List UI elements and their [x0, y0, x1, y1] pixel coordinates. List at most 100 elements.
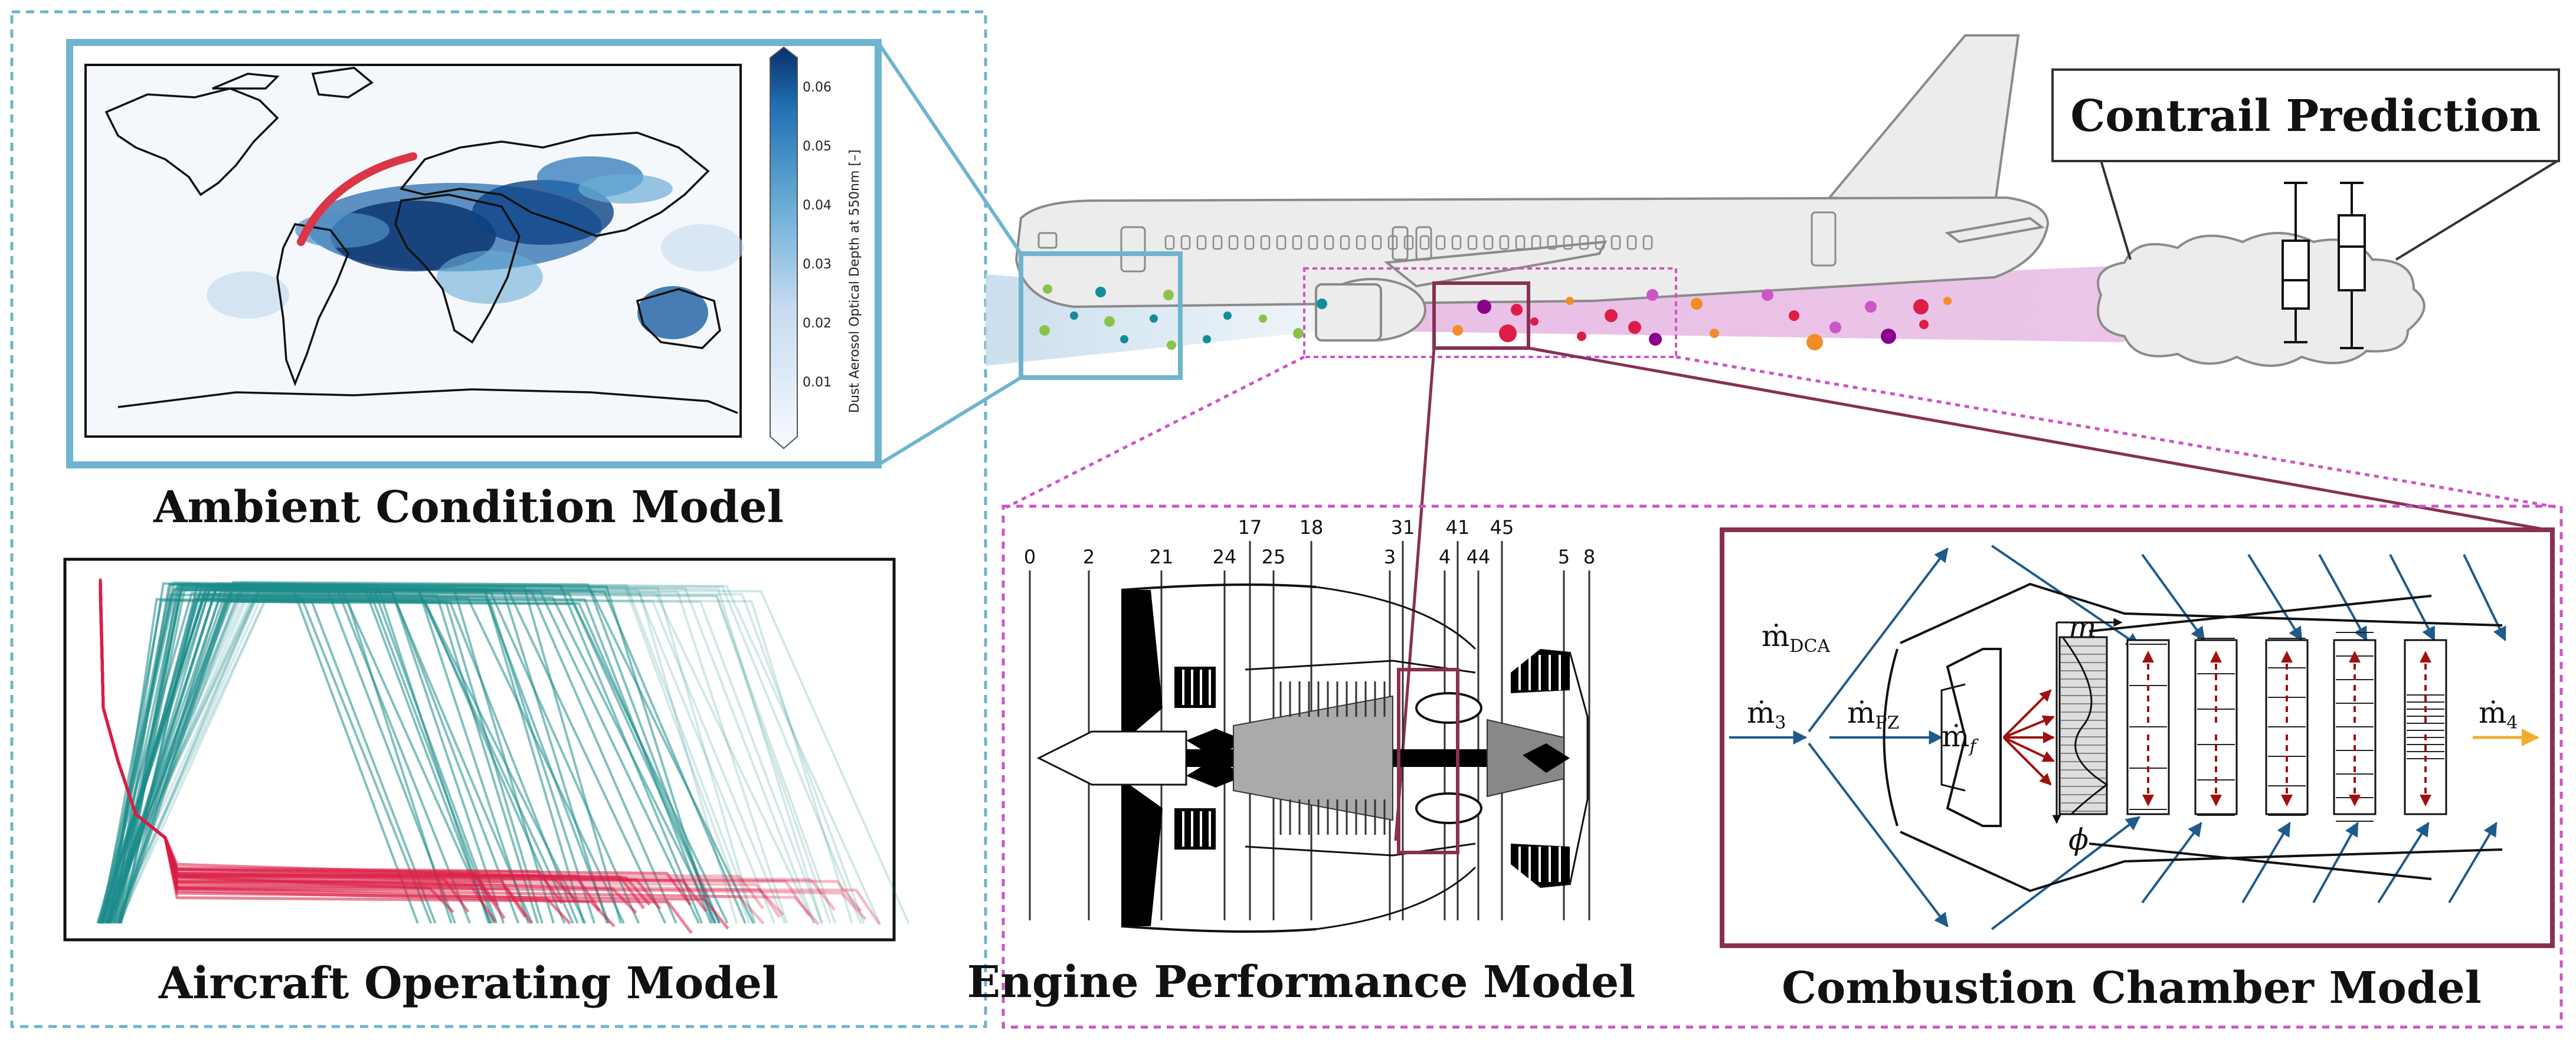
teal-altitude-profile [108, 588, 747, 924]
emission-particle [1647, 289, 1658, 301]
teal-altitude-profile [104, 583, 862, 924]
engine-highlight-box [1303, 267, 1677, 358]
teal-altitude-profile [117, 581, 757, 924]
ambient-connector-bottom [877, 376, 1022, 467]
flight-route [297, 152, 417, 246]
emission-particle [1530, 317, 1539, 326]
emission-particle [1829, 322, 1841, 333]
contrail-title: Contrail Prediction [2070, 91, 2541, 142]
engine-station-label: 21 [1150, 546, 1174, 568]
colorbar-tick: 0.02 [803, 316, 832, 331]
red-profile [99, 586, 729, 930]
emission-particle [1919, 320, 1929, 329]
contrail-connector-right [2395, 159, 2559, 261]
emission-particle [1881, 329, 1896, 344]
aircraft-window [1228, 235, 1239, 250]
colorbar-tick: 0.03 [803, 257, 832, 272]
teal-altitude-profile [118, 588, 788, 924]
emission-particle [1039, 325, 1050, 336]
engine-station-label: 18 [1300, 516, 1324, 539]
aircraft-window [1276, 235, 1287, 250]
teal-altitude-profile [119, 583, 714, 924]
aircraft-window [1356, 235, 1366, 250]
emission-particle [1203, 335, 1211, 343]
emission-particle [1789, 310, 1799, 321]
aircraft-window-row [1164, 235, 1653, 250]
emission-particle [1120, 335, 1128, 343]
aircraft-window [1212, 235, 1223, 250]
engine-station-label: 17 [1238, 516, 1262, 539]
label-m-dca: ṁDCA [1762, 619, 1830, 657]
teal-altitude-profile [102, 590, 738, 924]
emission-particle [1317, 299, 1327, 309]
red-profile [99, 591, 811, 917]
emission-particle [1865, 301, 1877, 313]
emission-particle [1452, 325, 1463, 336]
combustion-title: Combustion Chamber Model [1782, 963, 2482, 1014]
aircraft-window [1467, 235, 1478, 250]
aircraft-window [1531, 235, 1541, 250]
teal-altitude-profile [99, 597, 787, 924]
aircraft-window [1292, 235, 1302, 250]
engine-station-label: 41 [1446, 516, 1470, 539]
aircraft-window [1626, 235, 1637, 250]
teal-altitude-profile [109, 582, 881, 924]
emission-particle [1511, 304, 1523, 316]
engine-station-label: 0 [1024, 546, 1036, 568]
combustor-upper [1415, 692, 1482, 724]
red-profile [99, 584, 765, 924]
emission-particle [1649, 333, 1662, 346]
ambient-highlight-box [1019, 251, 1183, 380]
contrail-boxplots [2282, 182, 2366, 349]
aircraft [1014, 34, 2050, 342]
red-profile [99, 591, 881, 926]
emission-particle [1577, 332, 1586, 341]
ambient-map-panel: 0.06 0.05 0.04 0.03 0.02 0.01 Dust Aeros… [66, 39, 882, 468]
emission-particle [1104, 316, 1115, 327]
emission-particle [1293, 328, 1304, 339]
engine-title: Engine Performance Model [967, 957, 1636, 1008]
colorbar-tick: 0.06 [803, 80, 832, 95]
teal-altitude-profile [97, 589, 816, 924]
combustor-lower [1415, 792, 1482, 824]
engine-connector-right [1675, 355, 2559, 509]
engine-station-label: 2 [1083, 546, 1095, 568]
emission-particle [1043, 284, 1052, 294]
dust-aerosol-field [207, 156, 744, 339]
teal-altitude-profile [99, 592, 832, 924]
emission-particle [1806, 334, 1823, 350]
aircraft-window [1579, 235, 1589, 250]
combustor-schematic [1729, 545, 2539, 930]
engine-station-label: 8 [1583, 546, 1595, 568]
contrail-connector-left [2100, 160, 2132, 260]
emission-particles [1039, 284, 1952, 350]
aircraft-window [1196, 235, 1207, 250]
aircraft-window [1435, 235, 1446, 250]
aircraft-windows [1037, 211, 1837, 273]
reactor-segment [2126, 639, 2170, 815]
fan-blade-lower [1121, 779, 1163, 926]
teal-altitude-profile [98, 588, 910, 924]
teal-altitude-profile [105, 583, 751, 924]
emission-particle [1150, 314, 1158, 323]
reactor-segment [2404, 639, 2447, 815]
aircraft-window [1387, 235, 1398, 250]
teal-altitude-profile [114, 585, 823, 924]
label-phi: ϕ [2068, 822, 2089, 857]
aircraft-window [1419, 235, 1430, 250]
emission-particle [1167, 340, 1176, 350]
engine-station-label: 3 [1384, 546, 1396, 568]
ambient-title: Ambient Condition Model [153, 482, 784, 533]
engine-station-label: 44 [1467, 546, 1491, 568]
aircraft-window [1244, 235, 1255, 250]
colorbar-label: Dust Aerosol Optical Depth at 550nm [–] [847, 149, 862, 413]
emission-particle [1095, 287, 1106, 297]
emission-particle [1477, 300, 1491, 314]
red-profile [99, 592, 764, 910]
label-m-pz: ṁPZ [1847, 696, 1899, 733]
teal-altitude-profiles [96, 581, 910, 924]
left-dashed-frame [10, 10, 987, 1028]
red-profile [99, 578, 836, 911]
engine-dashed-frame [1001, 504, 2563, 1029]
